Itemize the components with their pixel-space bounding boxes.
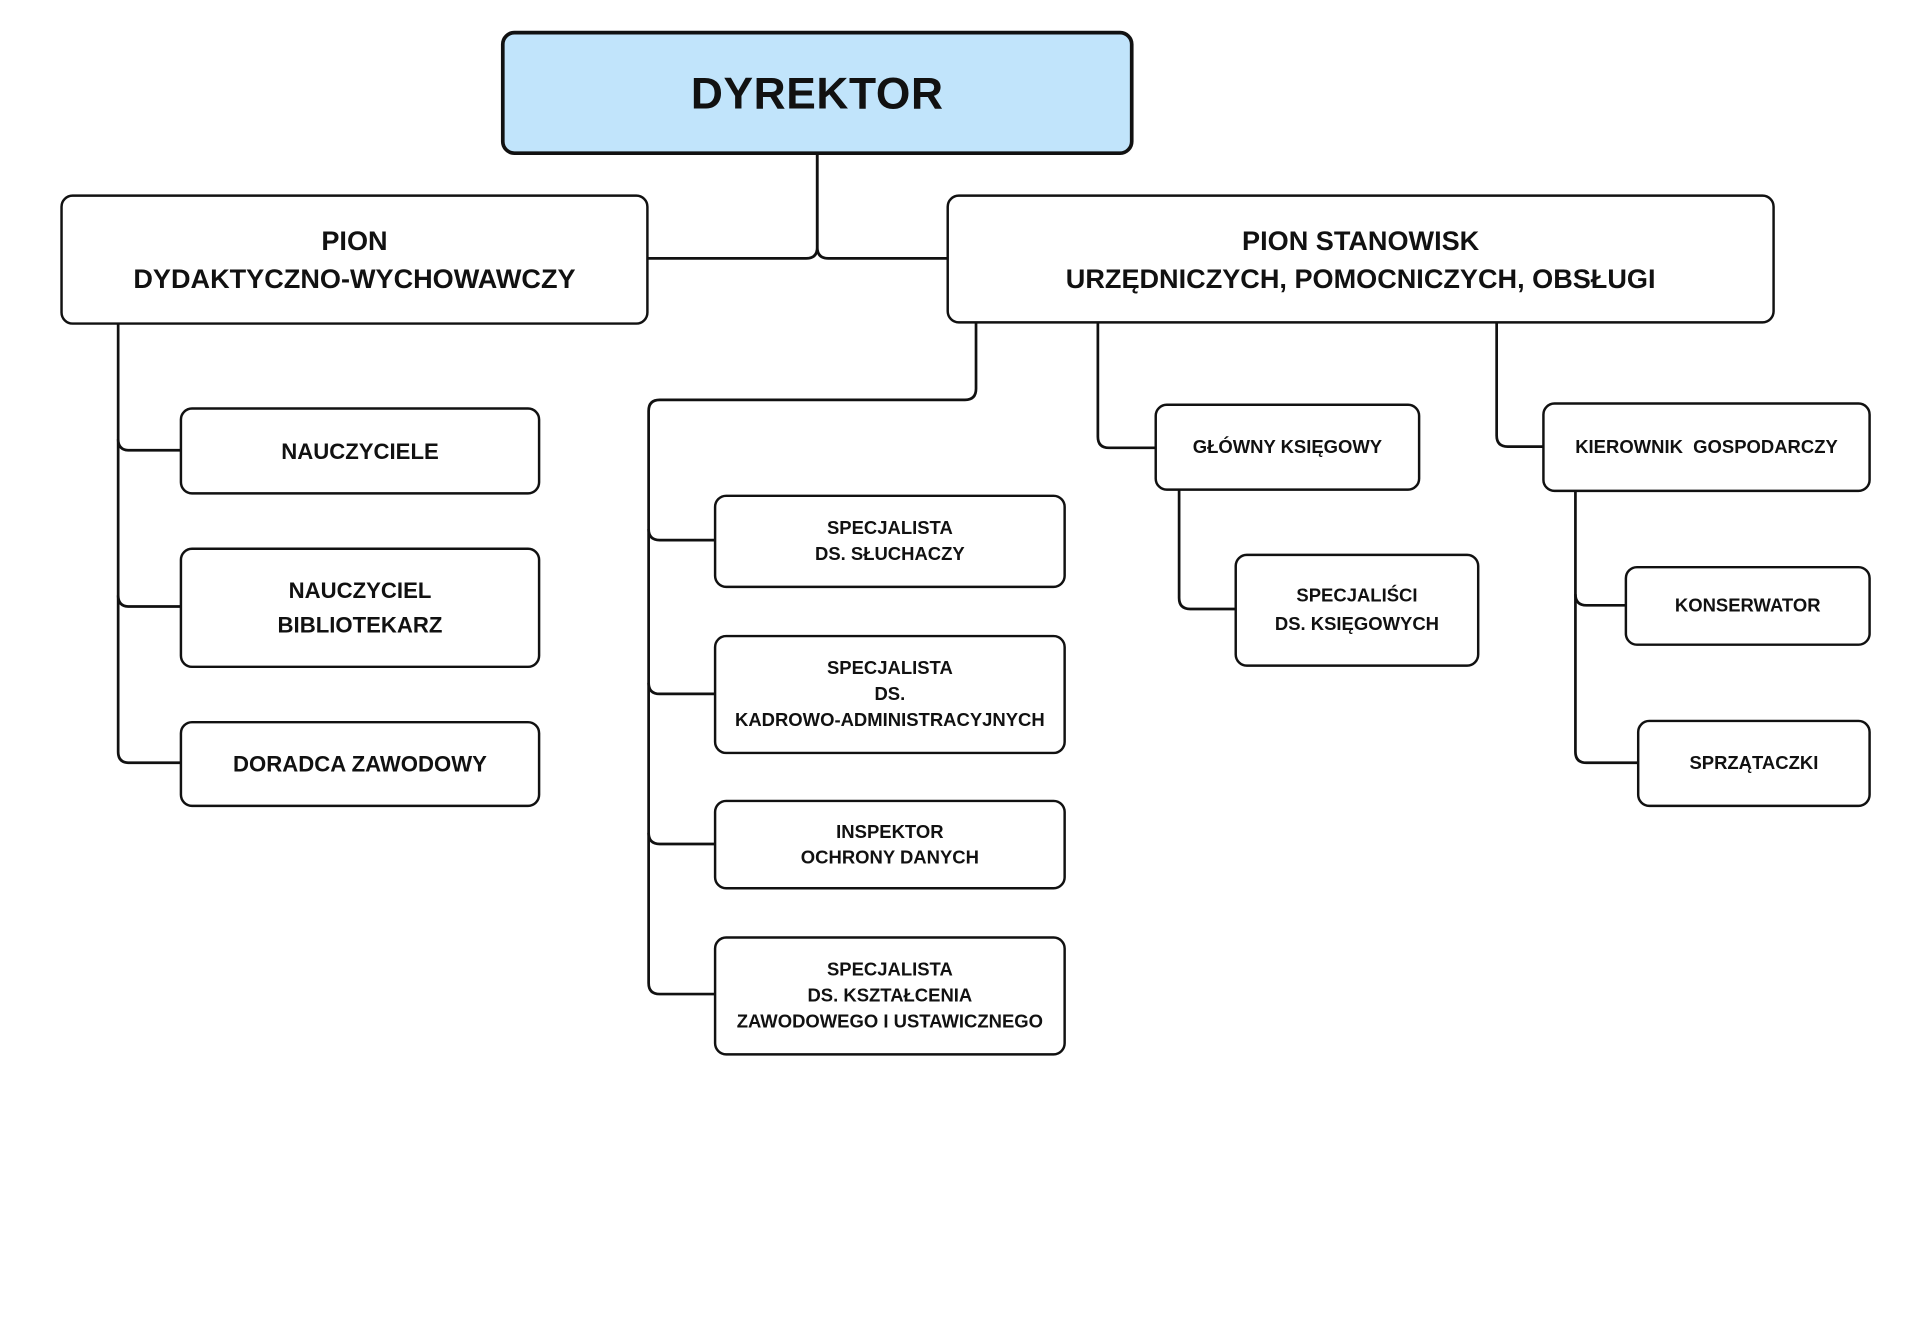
specjalista-kadrowo-line3: KADROWO-ADMINISTRACYJNYCH: [734, 709, 1045, 731]
specjalisci-ksiegowych-line1: SPECJALIŚCI: [1296, 585, 1418, 607]
connector-director-right: [815, 153, 948, 260]
connector-bibliotekarz: [116, 595, 181, 608]
connector-kierownik: [1495, 322, 1544, 448]
doradca-zawodowy-label: DORADCA ZAWODOWY: [233, 751, 487, 777]
specjalista-kadrowo-box: SPECJALISTA DS. KADROWO-ADMINISTRACYJNYC…: [713, 634, 1066, 755]
connector-director-left: [647, 153, 819, 260]
specjalista-kadrowo-line2: DS.: [874, 684, 906, 705]
kierownik-gospodarczy-box: KIEROWNIK GOSPODARCZY: [1542, 402, 1871, 493]
pion-dydaktyczny-line2: DYDAKTYCZNO-WYCHOWAWCZY: [133, 263, 576, 295]
specjalista-ksztalcenia-line1: SPECJALISTA: [826, 959, 953, 981]
konserwator-box: KONSERWATOR: [1624, 565, 1871, 646]
specjalisci-ksiegowych-box: SPECJALIŚCI DS. KSIĘGOWYCH: [1234, 553, 1480, 667]
specjalista-kadrowo-line1: SPECJALISTA: [826, 658, 953, 680]
connector-glowny-ksiegowy: [1096, 322, 1156, 450]
nauczyciel-bibliotekarz-box: NAUCZYCIEL BIBLIOTEKARZ: [179, 547, 541, 669]
connector-kadrowo: [647, 682, 716, 696]
specjalista-ksztalcenia-box: SPECJALISTA DS. KSZTAŁCENIA ZAWODOWEGO I…: [713, 936, 1066, 1056]
connector-kierownik-trunk: [1574, 489, 1639, 765]
connector-ksiegowych: [1177, 489, 1236, 611]
sprzataczki-box: SPRZĄTACZKI: [1636, 719, 1871, 808]
connector-inspektor: [647, 832, 716, 846]
specjalista-sluchaczy-box: SPECJALISTA DS. SŁUCHACZY: [713, 494, 1066, 589]
director-label: DYREKTOR: [690, 67, 944, 118]
pion-stanowisk-line2: URZĘDNICZYCH, POMOCNICZYCH, OBSŁUGI: [1065, 262, 1656, 294]
konserwator-label: KONSERWATOR: [1674, 595, 1821, 617]
nauczyciele-box: NAUCZYCIELE: [179, 407, 541, 495]
specjalista-sluchaczy-line2: DS. SŁUCHACZY: [814, 543, 965, 565]
sprzataczki-label: SPRZĄTACZKI: [1689, 752, 1819, 774]
connector-lines: [116, 153, 1639, 996]
pion-stanowisk-line1: PION STANOWISK: [1242, 224, 1480, 256]
doradca-zawodowy-box: DORADCA ZAWODOWY: [179, 720, 541, 808]
kierownik-gospodarczy-label: KIEROWNIK GOSPODARCZY: [1575, 436, 1838, 458]
inspektor-ochrony-danych-box: INSPEKTOR OCHRONY DANYCH: [713, 799, 1066, 890]
specjalista-ksztalcenia-line2: DS. KSZTAŁCENIA: [807, 985, 973, 1007]
inspektor-line1: INSPEKTOR: [836, 821, 944, 843]
director-box: DYREKTOR: [500, 30, 1134, 156]
nauczyciel-bibliotekarz-line2: BIBLIOTEKARZ: [277, 612, 443, 638]
inspektor-line2: OCHRONY DANYCH: [800, 847, 979, 868]
nauczyciele-label: NAUCZYCIELE: [281, 438, 439, 464]
specjalista-ksztalcenia-line3: ZAWODOWEGO I USTAWICZNEGO: [736, 1011, 1044, 1033]
connector-left-trunk: [116, 323, 181, 765]
pion-dydaktyczny-box: PION DYDAKTYCZNO-WYCHOWAWCZY: [60, 194, 649, 325]
specjalisci-ksiegowych-line2: DS. KSIĘGOWYCH: [1274, 613, 1440, 635]
connector-specjalisci-trunk: [647, 322, 978, 996]
glowny-ksiegowy-box: GŁÓWNY KSIĘGOWY: [1154, 403, 1421, 491]
pion-dydaktyczny-line1: PION: [321, 225, 388, 256]
connector-sluchaczy: [647, 528, 716, 542]
specjalista-sluchaczy-line1: SPECJALISTA: [826, 517, 953, 539]
glowny-ksiegowy-label: GŁÓWNY KSIĘGOWY: [1192, 436, 1383, 458]
pion-stanowisk-box: PION STANOWISK URZĘDNICZYCH, POMOCNICZYC…: [946, 194, 1775, 324]
connector-konserwator: [1574, 594, 1626, 607]
nauczyciel-bibliotekarz-line1: NAUCZYCIEL: [288, 578, 432, 603]
connector-nauczyciele: [116, 439, 181, 452]
